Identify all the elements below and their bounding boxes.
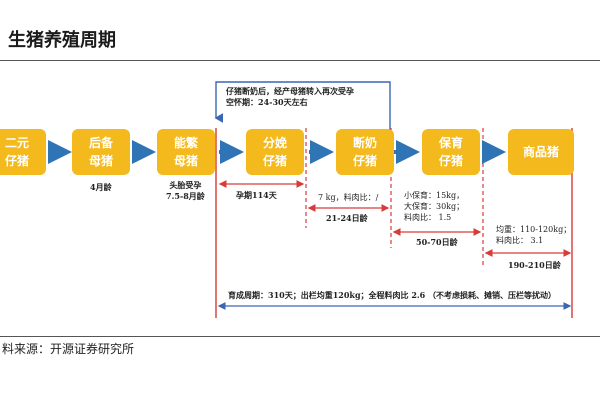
label-nursery-info: 小保育：15kg， 大保育：30kg； 料肉比： 1.5 xyxy=(404,191,465,222)
stage-nursery-piglet: 保育 仔猪 xyxy=(422,129,480,175)
stage-market-hog: 商品猪 xyxy=(508,129,574,175)
title-divider xyxy=(0,60,600,61)
page-title: 生猪养殖周期 xyxy=(8,30,116,51)
label-cycle-summary: 育成周期：310天；出栏均重120kg；全程料肉比 2.6 （不考虑损耗、摊销、… xyxy=(228,290,557,300)
label-weaning-age: 21-24日龄 xyxy=(326,213,368,223)
footer-divider xyxy=(0,336,600,337)
label-market-age: 190-210日龄 xyxy=(508,260,561,270)
stage-reserve-sow: 后备 母猪 xyxy=(72,129,130,175)
source-note: 料来源：开源证券研究所 xyxy=(2,342,135,356)
label-nursery-age: 50-70日龄 xyxy=(416,237,458,247)
loop-note: 仔猪断奶后，经产母猪转入再次受孕 空怀期：24-30天左右 xyxy=(226,86,354,107)
stage-breeding-sow: 能繁 母猪 xyxy=(157,129,215,175)
stage-binary-piglet: 二元 仔猪 xyxy=(0,129,46,175)
stage-weaned-piglet: 断奶 仔猪 xyxy=(336,129,394,175)
label-market-info: 均重：110-120kg； 料肉比： 3.1 xyxy=(496,225,572,245)
label-age-4m: 4月龄 xyxy=(90,182,112,192)
loop-arrow xyxy=(214,81,391,138)
label-weaning-weight: 7 kg，料肉比：/ xyxy=(318,193,379,202)
stage-farrowing-piglet: 分娩 仔猪 xyxy=(246,129,304,175)
label-first-mating: 头胎受孕 7.5-8月龄 xyxy=(166,180,205,201)
label-gestation: 孕期114天 xyxy=(236,190,277,200)
